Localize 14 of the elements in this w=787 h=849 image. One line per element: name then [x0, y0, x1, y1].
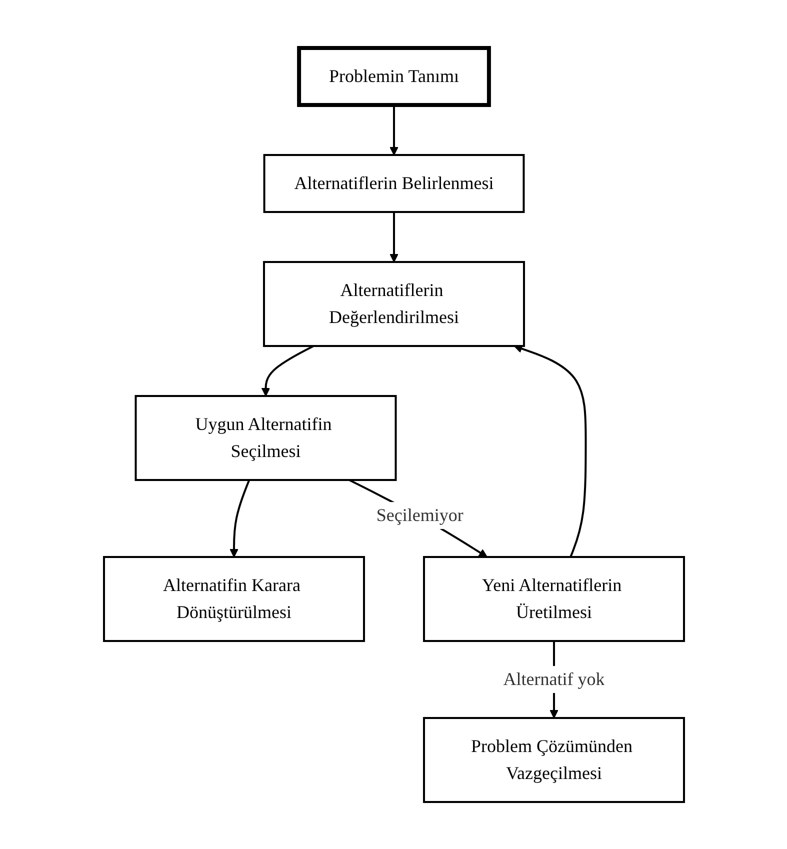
arrow — [260, 344, 314, 396]
edge-label: Alternatif yok — [502, 668, 604, 688]
node-box: Problem Çözümünden Vazgeçilmesi — [422, 716, 684, 802]
node-box: Alternatiflerin Değerlendirilmesi — [262, 260, 524, 346]
arrow — [348, 478, 487, 557]
node-box: Yeni Alternatiflerin Üretilmesi — [422, 556, 684, 642]
node-box: Alternatiflerin Belirlenmesi — [262, 154, 524, 212]
arrow — [389, 104, 398, 155]
node-box: Problemin Tanımı — [296, 46, 490, 106]
edge-label: Seçilemiyor — [376, 504, 463, 525]
arrow — [389, 212, 398, 262]
node-box: Uygun Alternatifin Seçilmesi — [134, 394, 396, 480]
node-box: Alternatifin Karara Dönüştürülmesi — [102, 556, 364, 642]
arrow — [229, 479, 250, 557]
